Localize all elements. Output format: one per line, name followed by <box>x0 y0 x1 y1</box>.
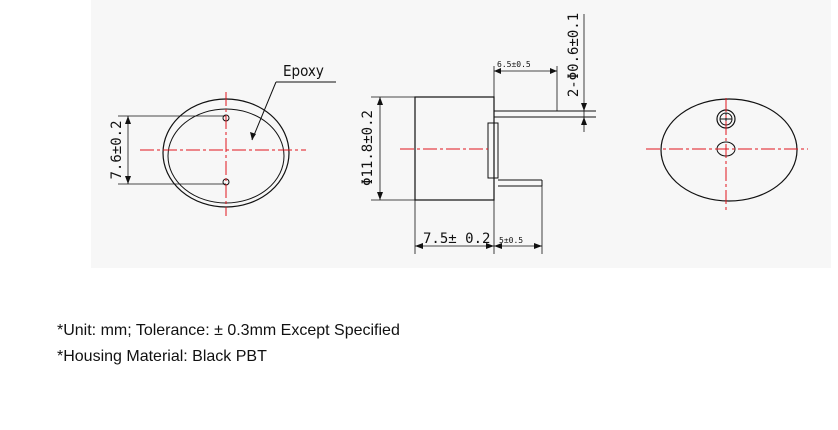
body-diameter-dim: Φ11.8±0.2 <box>360 110 376 186</box>
pin-length-dim: 5±0.5 <box>499 236 523 245</box>
front-view-centerlines <box>140 92 306 216</box>
drawing-panel <box>91 0 831 268</box>
front-height-dim: 7.6±0.2 <box>109 120 125 179</box>
technical-drawing: Epoxy 7.6±0.2 <box>109 13 808 254</box>
unit-tolerance-note: *Unit: mm; Tolerance: ± 0.3mm Except Spe… <box>57 322 400 339</box>
notes: *Unit: mm; Tolerance: ± 0.3mm Except Spe… <box>57 318 400 370</box>
pin-diameter-dim: 2-Φ0.6±0.1 <box>566 13 582 97</box>
pin-spacing-dim: 6.5±0.5 <box>497 60 531 69</box>
epoxy-label: Epoxy <box>283 62 324 80</box>
rear-view-centerlines <box>646 98 808 210</box>
housing-material-note: *Housing Material: Black PBT <box>57 348 267 365</box>
front-view <box>118 81 336 208</box>
rear-view <box>660 98 798 202</box>
side-view <box>371 14 596 254</box>
body-length-dim: 7.5± 0.2 <box>423 231 490 247</box>
